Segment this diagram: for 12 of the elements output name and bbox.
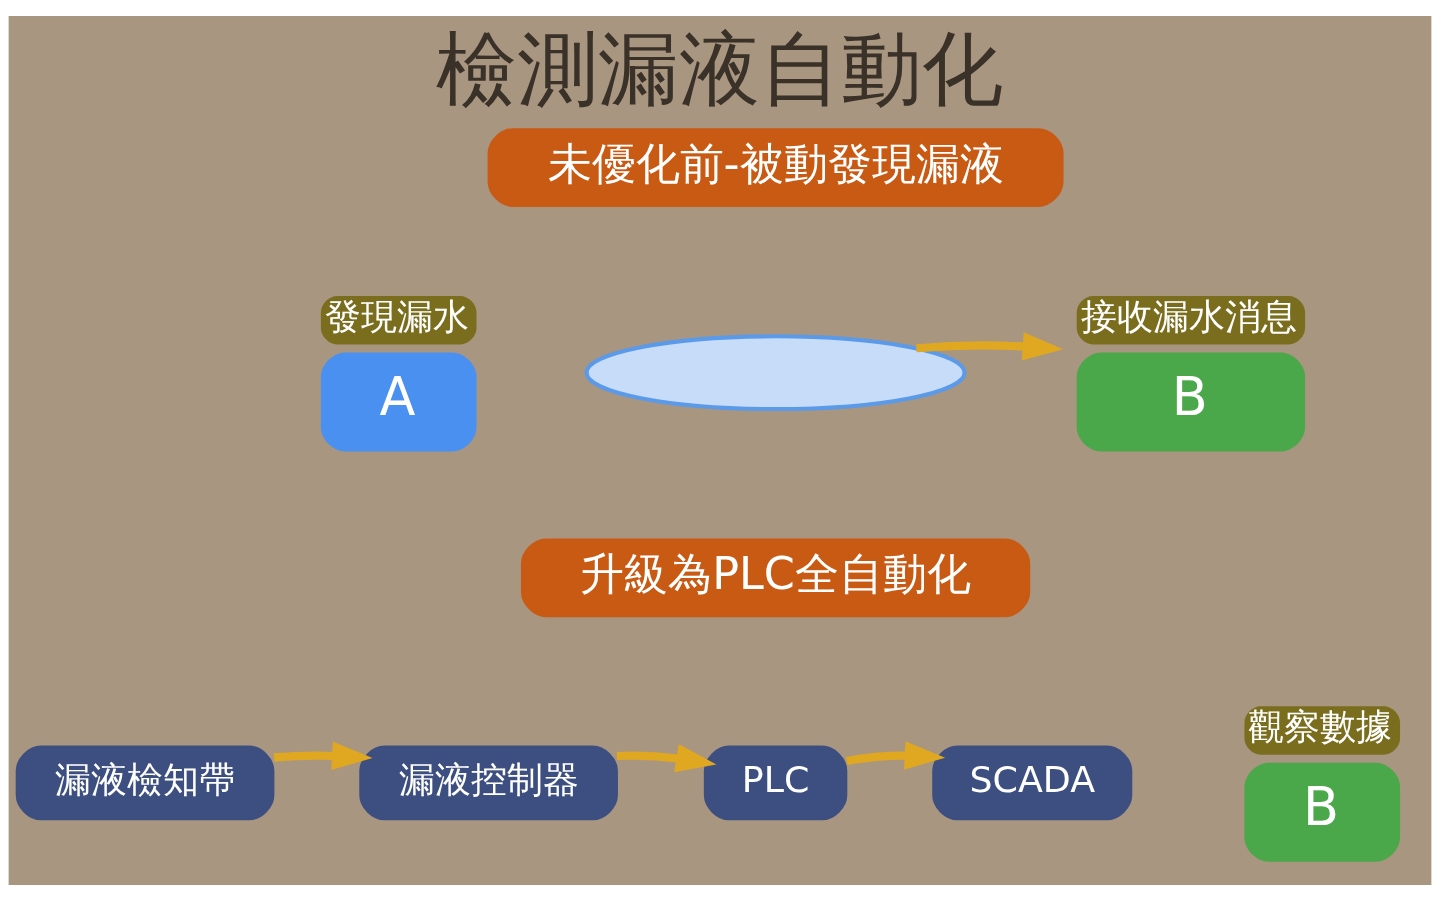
arrow <box>273 741 373 770</box>
arrow <box>846 740 946 770</box>
node-box: PLC <box>703 745 848 820</box>
node-box: 漏液控制器 <box>359 745 618 820</box>
node-box: 未優化前-被動發現漏液 <box>487 127 1064 207</box>
arrow <box>616 743 717 772</box>
node-box: 漏液檢知帶 <box>15 745 275 820</box>
node-ellipse <box>584 333 967 411</box>
node-box: SCADA <box>932 745 1133 820</box>
arrow <box>916 331 1064 360</box>
diagram-title: 檢測漏液自動化 <box>436 21 1004 116</box>
node-box: 升級為PLC全自動化 <box>520 537 1031 617</box>
